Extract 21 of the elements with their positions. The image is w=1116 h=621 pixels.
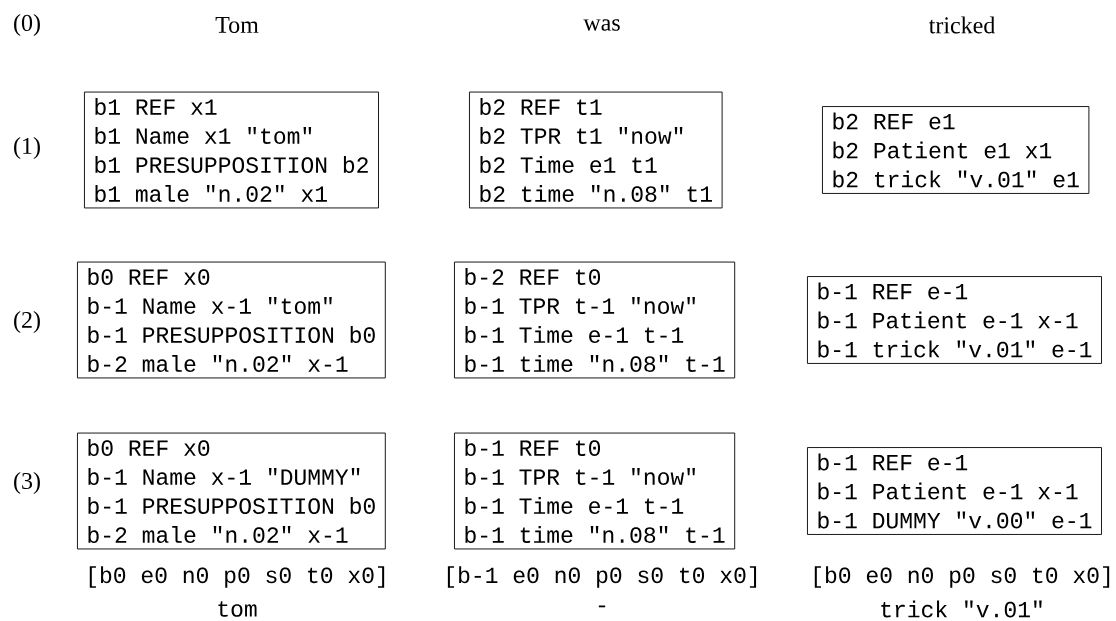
code-box: b-1 REF e-1 b-1 Patient e-1 x-1 b-1 DUMMY "v.00" e-1 (807, 447, 1102, 535)
word: Tom (215, 17, 259, 33)
bracket-text: [b0 e0 n0 p0 s0 t0 x0] (814, 566, 1110, 588)
code-box: b2 REF e1 b2 Patient e1 x1 b2 trick "v.01" e1 (822, 106, 1090, 194)
row-number: (3) (14, 472, 40, 494)
code-box: b2 REF t1 b2 TPR t1 "now" b2 Time e1 t1 b2 time "n.08" t1 (469, 91, 723, 209)
code-box: b0 REF x0 b-1 Name x-1 "tom" b-1 PRESUPPOSITION b0 b-2 male "n.02" x-1 (77, 261, 386, 379)
output-text: tom (218, 601, 257, 617)
code-box: b0 REF x0 b-1 Name x-1 "DUMMY" b-1 PRESUPPOSITION b0 b-2 male "n.02" x-1 (77, 432, 386, 550)
output-text: trick "v.01" (881, 600, 1042, 618)
code-box: b1 REF x1 b1 Name x1 "tom" b1 PRESUPPOSITION b2 b1 male "n.02" x1 (84, 91, 379, 209)
row-number: (1) (14, 137, 40, 159)
row-number: (2) (14, 311, 40, 333)
output-text: - (598, 605, 606, 608)
code-box: b-2 REF t0 b-1 TPR t-1 "now" b-1 Time e-1 t-1 b-1 time "n.08" t-1 (454, 261, 736, 379)
code-box: b-1 REF e-1 b-1 Patient e-1 x-1 b-1 trick "v.01" e-1 (807, 276, 1102, 364)
word: tricked (928, 16, 996, 34)
code-box: b-1 REF t0 b-1 TPR t-1 "now" b-1 Time e-1 t-1 b-1 time "n.08" t-1 (454, 432, 736, 550)
word: was (583, 19, 620, 31)
bracket-text: [b-1 e0 n0 p0 s0 t0 x0] (447, 566, 757, 588)
row-number: (0) (14, 14, 40, 36)
